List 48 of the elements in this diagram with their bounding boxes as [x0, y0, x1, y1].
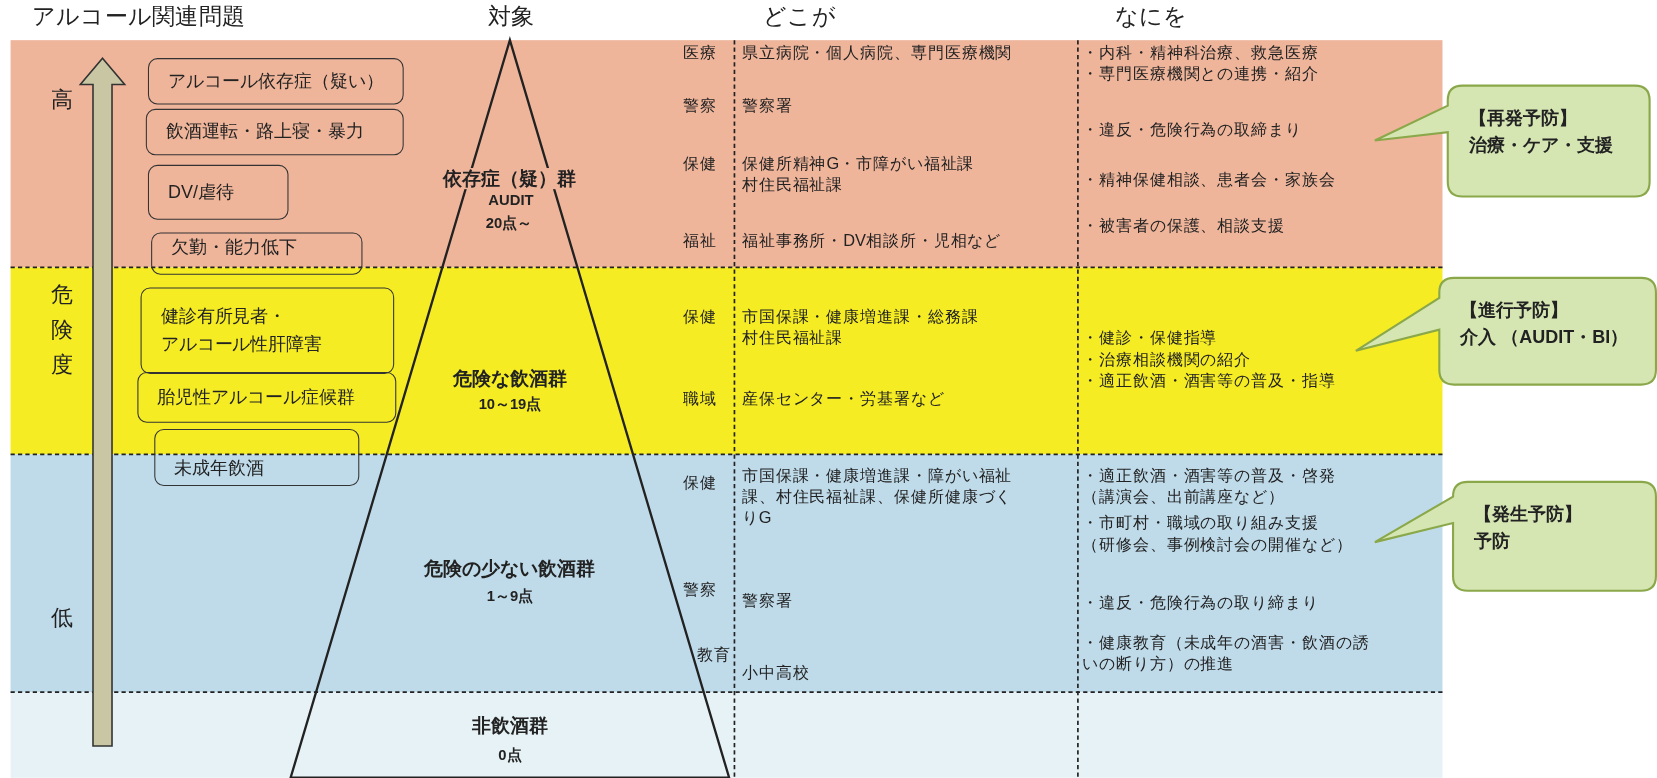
callout-heading: 【再発予防】: [1468, 106, 1577, 130]
category-label: 保健: [682, 153, 717, 175]
activity-text: ・違反・危険行為の取締まり: [1082, 119, 1302, 141]
activity-text: ・適正飲酒・酒害等の普及・指導: [1082, 369, 1336, 391]
activity-text: ・内科・精神科治療、救急医療: [1082, 42, 1319, 64]
agency-text: 産保センター・労基署など: [741, 387, 945, 409]
column-heading: 対象: [488, 2, 535, 32]
activity-text: ・精神保健相談、患者会・家族会: [1082, 169, 1336, 191]
callout-bubble: [1373, 84, 1651, 198]
callout-text: 治療・ケア・支援: [1468, 134, 1613, 158]
activity-text: ・市町村・職域の取り組み支援（研修会、事例検討会の開催など）: [1082, 512, 1353, 555]
activity-text: ・治療相談機関の紹介: [1082, 348, 1252, 370]
axis-label: 低: [50, 603, 73, 631]
category-label: 教育: [697, 644, 732, 666]
category-label: 医療: [682, 42, 717, 64]
agency-text: 小中高校: [741, 662, 810, 684]
axis-label: 高: [50, 85, 73, 113]
activity-text: ・適正飲酒・酒害等の普及・啓発（講演会、出前講座など）: [1082, 465, 1336, 508]
activity-text: ・健康教育（未成年の酒害・飲酒の誘いの断り方）の推進: [1082, 632, 1370, 675]
score-label: 0点: [495, 745, 525, 765]
agency-text: 県立病院・個人病院、専門医療機関: [741, 42, 1013, 64]
activity-text: ・違反・危険行為の取り締まり: [1082, 591, 1319, 613]
category-label: 保健: [682, 306, 717, 328]
column-heading: どこが: [763, 2, 836, 32]
activity-text: ・専門医療機関との連携・紹介: [1082, 63, 1319, 85]
column-heading: なにを: [1114, 2, 1188, 32]
activity-text: ・被害者の保護、相談支援: [1082, 215, 1285, 237]
callout-bubble: [1373, 480, 1657, 592]
category-label: 警察: [682, 579, 717, 601]
callout-heading: 【進行予防】: [1460, 299, 1569, 323]
activity-text: ・健診・保健指導: [1082, 327, 1218, 349]
group-label: 非飲酒群: [290, 712, 730, 740]
category-label: 警察: [682, 95, 717, 117]
agency-text: 市国保課・健康増進課・障がい福祉課、村住民福祉課、保健所健康づくりG: [741, 465, 1013, 529]
category-label: 福祉: [682, 230, 717, 252]
category-label: 保健: [682, 472, 717, 494]
callout-heading: 【発生予防】: [1474, 503, 1582, 527]
agency-text: 警察署: [741, 95, 793, 117]
agency-text: 市国保課・健康増進課・総務課村住民福祉課: [741, 306, 979, 349]
callout-bubble: [1354, 276, 1657, 386]
column-heading: アルコール関連問題: [31, 2, 246, 32]
agency-text: 保健所精神G・市障がい福祉課村住民福祉課: [741, 153, 975, 196]
agency-text: 警察署: [741, 589, 793, 611]
agency-text: 福祉事務所・DV相談所・児相など: [741, 230, 1002, 252]
callout-text: 介入 （AUDIT・BI）: [1460, 326, 1629, 350]
category-label: 職域: [682, 387, 717, 409]
callout-text: 予防: [1474, 530, 1511, 554]
axis-title: 危険度: [50, 281, 73, 379]
